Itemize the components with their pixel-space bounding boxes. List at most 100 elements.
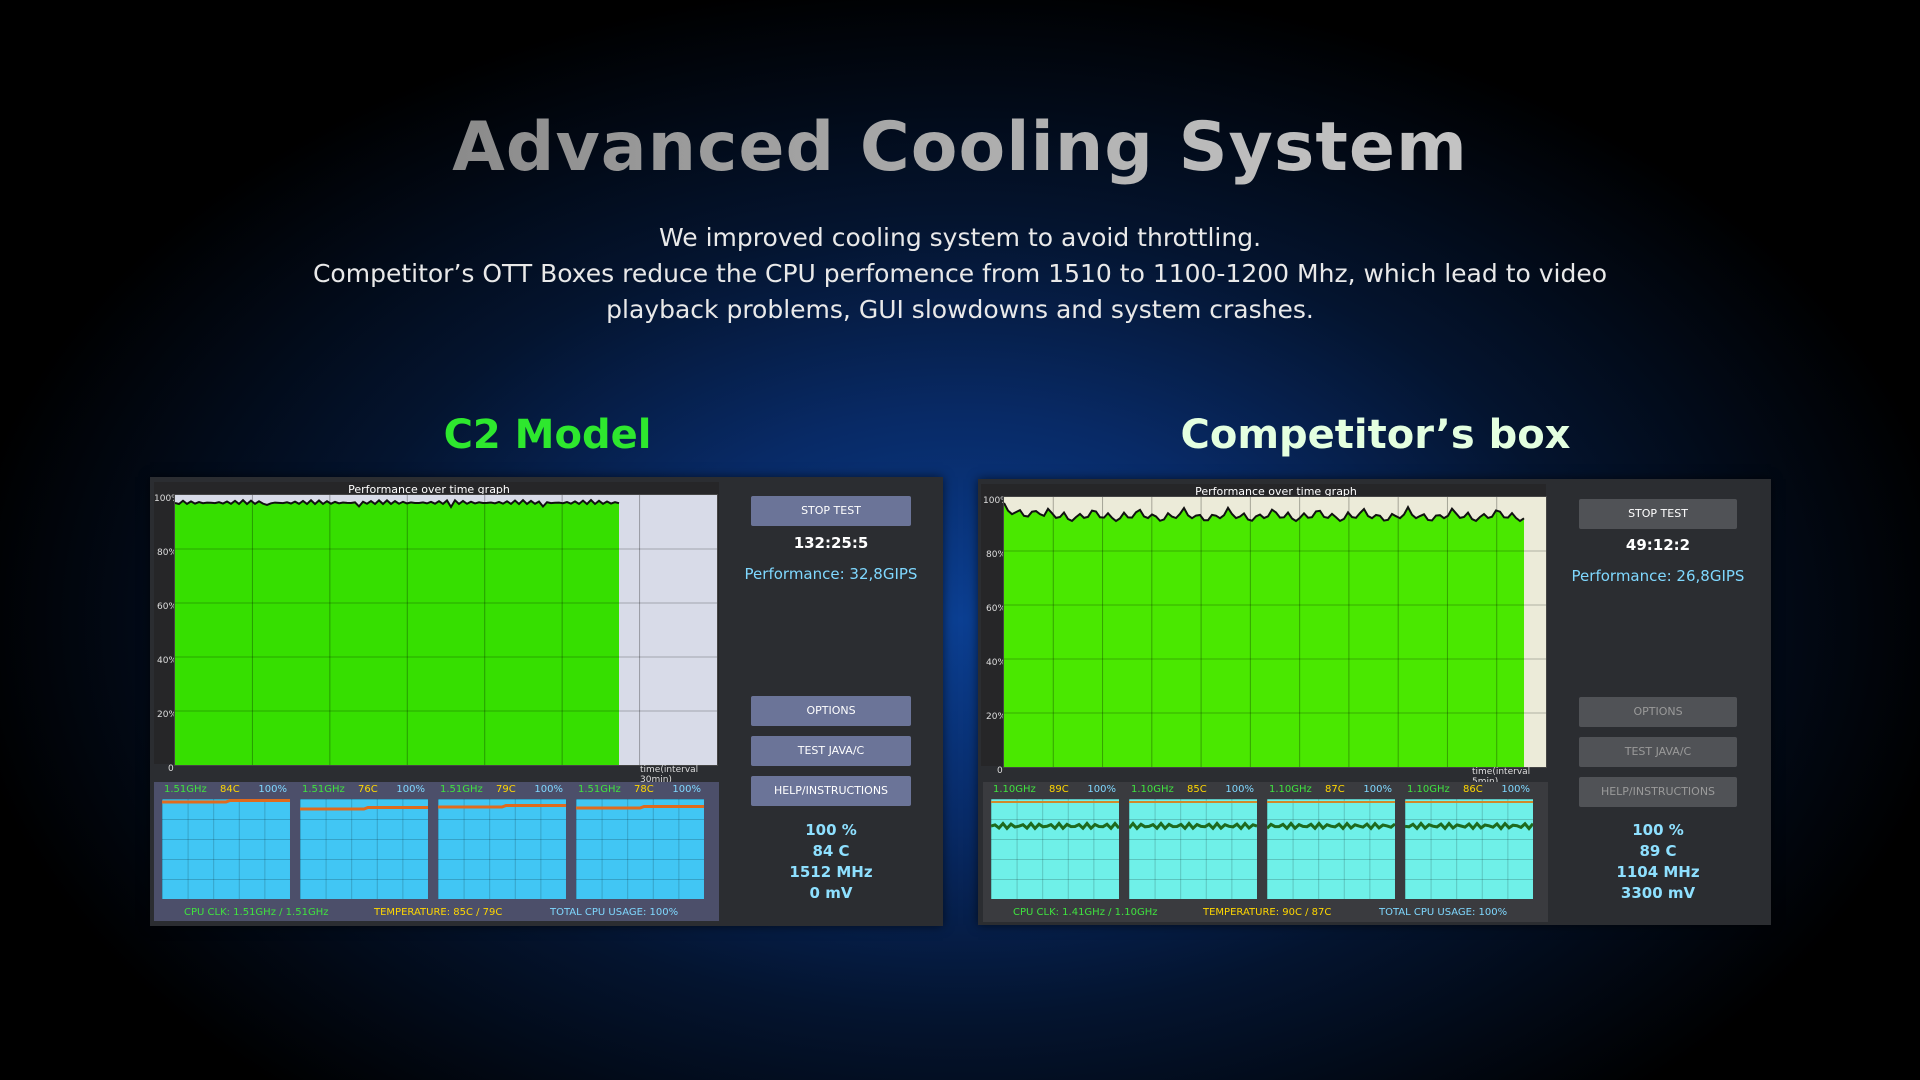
core-usage: 100% xyxy=(1087,784,1116,795)
core-usage: 100% xyxy=(1501,784,1530,795)
stop-test-button[interactable]: STOP TEST xyxy=(751,496,911,526)
y-tick-80: 80% xyxy=(157,548,178,558)
temperature-summary: TEMPERATURE: 90C / 87C xyxy=(1203,907,1332,918)
elapsed-timer: 49:12:2 xyxy=(1625,536,1691,554)
page-title: Advanced Cooling System xyxy=(0,108,1920,187)
performance-graph: Performance over time graph 100% 80% 60%… xyxy=(154,482,719,785)
cpu-core-4: 1.10GHz 86C 100% xyxy=(1405,784,1533,899)
cpu-core-2: 1.10GHz 85C 100% xyxy=(1129,784,1257,899)
core-usage: 100% xyxy=(1225,784,1254,795)
performance-line xyxy=(1004,502,1525,523)
y-tick-60: 60% xyxy=(986,604,1007,614)
live-stats: 100 % 84 C 1512 MHz 0 mV xyxy=(751,820,911,904)
y-tick-40: 40% xyxy=(986,658,1007,668)
core-temperature: 86C xyxy=(1463,784,1483,795)
core-usage-line xyxy=(1267,821,1395,831)
core-temperature: 79C xyxy=(496,784,516,795)
core-clock: 1.51GHz xyxy=(164,784,207,795)
help-instructions-button[interactable]: HELP/INSTRUCTIONS xyxy=(1579,777,1737,807)
performance-area xyxy=(175,500,619,765)
core-usage: 100% xyxy=(396,784,425,795)
core-temperature: 78C xyxy=(634,784,654,795)
stat-temperature: 89 C xyxy=(1639,842,1677,860)
performance-area xyxy=(1004,503,1524,767)
core-usage-graph xyxy=(162,799,290,899)
y-tick-40: 40% xyxy=(157,656,178,666)
subtitle-line-1: We improved cooling system to avoid thro… xyxy=(658,223,1262,252)
stat-frequency: 1104 MHz xyxy=(1616,863,1700,881)
core-usage-line xyxy=(991,821,1119,831)
test-java-c-button[interactable]: TEST JAVA/C xyxy=(1579,737,1737,767)
core-usage: 100% xyxy=(672,784,701,795)
help-instructions-button[interactable]: HELP/INSTRUCTIONS xyxy=(751,776,911,806)
core-temperature: 76C xyxy=(358,784,378,795)
y-tick-20: 20% xyxy=(157,710,178,720)
competitor-heading: Competitor’s box xyxy=(1180,412,1571,458)
core-clock: 1.51GHz xyxy=(440,784,483,795)
cpu-core-3: 1.51GHz 79C 100% xyxy=(438,784,566,899)
elapsed-timer: 132:25:5 xyxy=(793,534,869,552)
core-clock: 1.10GHz xyxy=(1131,784,1174,795)
core-clock: 1.51GHz xyxy=(302,784,345,795)
performance-value: Performance: 32,8GIPS xyxy=(744,565,918,583)
core-usage-graph xyxy=(300,799,428,899)
y-tick-0: 0 xyxy=(997,766,1003,776)
stat-temperature: 84 C xyxy=(812,842,850,860)
core-usage-graph xyxy=(1129,799,1257,899)
core-usage-line xyxy=(300,806,428,811)
performance-graph: Performance over time graph 100% 80% 60%… xyxy=(981,484,1547,787)
subtitle-line-2: Competitor’s OTT Boxes reduce the CPU pe… xyxy=(312,259,1608,324)
y-tick-80: 80% xyxy=(986,550,1007,560)
cpu-cores-area: 1.51GHz 84C 100% 1.51GHz 76C 100% 1.51GHz 79C… xyxy=(154,782,719,921)
time-interval-label: time(interval 30min) xyxy=(640,765,699,785)
cpu-core-3: 1.10GHz 87C 100% xyxy=(1267,784,1395,899)
test-java-c-button[interactable]: TEST JAVA/C xyxy=(751,736,911,766)
core-usage-graph xyxy=(438,799,566,899)
stat-voltage: 3300 mV xyxy=(1620,884,1696,902)
graph-title: Performance over time graph xyxy=(348,483,510,496)
cpu-clock-summary: CPU CLK: 1.41GHz / 1.10GHz xyxy=(1013,907,1158,918)
core-usage-graph xyxy=(991,799,1119,899)
y-tick-100: 100% xyxy=(154,494,180,504)
live-stats: 100 % 89 C 1104 MHz 3300 mV xyxy=(1579,820,1737,904)
core-usage: 100% xyxy=(258,784,287,795)
page-subtitle: We improved cooling system to avoid thro… xyxy=(260,220,1660,328)
core-usage: 100% xyxy=(1363,784,1392,795)
cpu-core-1: 1.51GHz 84C 100% xyxy=(162,784,290,899)
stat-usage: 100 % xyxy=(1632,821,1684,839)
cpu-core-2: 1.51GHz 76C 100% xyxy=(300,784,428,899)
core-usage-line xyxy=(576,805,704,810)
stat-frequency: 1512 MHz xyxy=(789,863,873,881)
options-button[interactable]: OPTIONS xyxy=(1579,697,1737,727)
performance-plot xyxy=(1003,496,1547,768)
cpu-core-4: 1.51GHz 78C 100% xyxy=(576,784,704,899)
y-tick-60: 60% xyxy=(157,602,178,612)
c2-heading: C2 Model xyxy=(443,412,652,458)
core-clock: 1.10GHz xyxy=(1269,784,1312,795)
performance-line xyxy=(175,498,620,509)
core-usage: 100% xyxy=(534,784,563,795)
c2-benchmark-panel: Performance over time graph 100% 80% 60%… xyxy=(150,477,943,926)
core-clock: 1.51GHz xyxy=(578,784,621,795)
cpu-usage-summary: TOTAL CPU USAGE: 100% xyxy=(550,907,679,918)
competitor-benchmark-panel: Performance over time graph 100% 80% 60%… xyxy=(978,479,1771,925)
core-temperature: 85C xyxy=(1187,784,1207,795)
stop-test-button[interactable]: STOP TEST xyxy=(1579,499,1737,529)
core-usage-graph xyxy=(1405,799,1533,899)
core-usage-line xyxy=(162,799,290,804)
core-clock: 1.10GHz xyxy=(993,784,1036,795)
core-temperature: 84C xyxy=(220,784,240,795)
cpu-usage-summary: TOTAL CPU USAGE: 100% xyxy=(1379,907,1508,918)
options-button[interactable]: OPTIONS xyxy=(751,696,911,726)
graph-title: Performance over time graph xyxy=(1195,485,1357,498)
core-usage-line xyxy=(438,804,566,809)
core-clock: 1.10GHz xyxy=(1407,784,1450,795)
y-tick-100: 100% xyxy=(983,496,1009,506)
performance-value: Performance: 26,8GIPS xyxy=(1571,567,1745,585)
stat-usage: 100 % xyxy=(805,821,857,839)
core-temperature: 87C xyxy=(1325,784,1345,795)
core-usage-line xyxy=(1405,821,1533,831)
core-usage-graph xyxy=(1267,799,1395,899)
